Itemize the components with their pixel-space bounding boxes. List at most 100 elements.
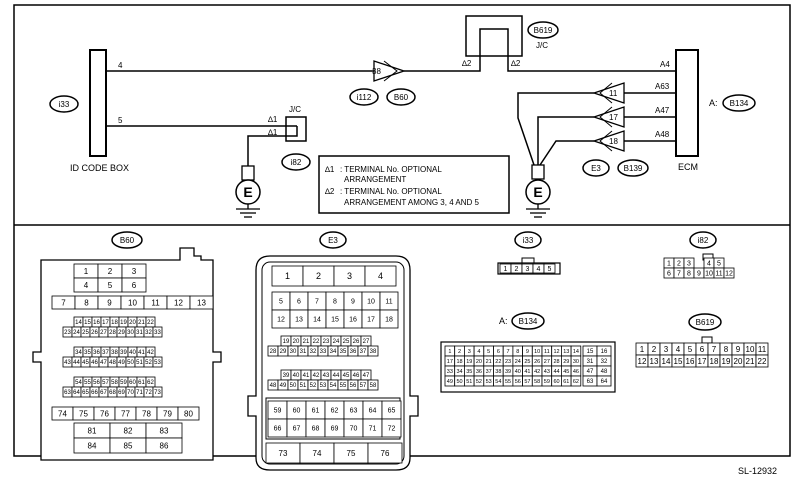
b60-pin-label: 72 [145,390,152,396]
b60-pin-cell [152,386,163,398]
b60-pin-label: 13 [197,298,206,307]
b134-pin-label: 61 [563,379,569,385]
b60-pin-cell [121,277,147,293]
e3-pin-label: 62 [331,408,339,415]
b60-pin-label: 67 [100,390,107,396]
connector-badge-b139-text: B139 [624,164,643,173]
b134-pin-label: 6 [497,349,500,355]
jc-i82-mark-1: ∆1 [268,115,278,124]
b134-pin-label: 44 [553,369,559,375]
b60-pin-label: 39 [120,350,127,356]
e3-pin-label: 12 [277,317,285,324]
e3-pin-label: 64 [369,408,377,415]
b134-pin-label: 56 [515,379,521,385]
connector-badge-b139 [617,159,649,177]
connector-title-i33 [514,231,542,249]
b134-pin-label: 9 [526,349,529,355]
b60-pin-label: 65 [82,390,89,396]
ecm-pin-18: 18 [609,137,618,146]
e3-pin-cell [367,345,379,357]
connector-title-i82 [689,231,717,249]
e3-pin-label: 8 [333,299,337,306]
e3-pin-cell [379,309,399,329]
b60-pin-label: 30 [127,330,134,336]
e3-pin-label: 6 [297,299,301,306]
connector-title-b619-text: B619 [696,318,715,327]
b619-pin-label: 2 [652,345,657,354]
b60-pin-label: 62 [147,380,154,386]
connector-badge-b134-text: B134 [730,99,749,108]
b134-pin-label: 29 [563,359,569,365]
b60-pin-label: 23 [64,330,71,336]
b60-pin-label: 16 [93,320,100,326]
e3-pin-label: 35 [340,349,347,355]
b134-pin-label: 41 [524,369,530,375]
b134-pin-label: 26 [534,359,540,365]
e3-pin-label: 52 [310,383,317,389]
connector-badge-b60-text: B60 [394,93,409,102]
b60-pin-label: 5 [108,281,113,290]
b60-pin-cell [145,437,183,454]
b619-pin-label: 11 [758,345,767,354]
wire-ecm-a47 [537,116,676,165]
jc-b619-mark-left: ∆2 [462,59,472,68]
b134-pin-label: 49 [447,379,453,385]
b60-pin-label: 8 [84,298,89,307]
e3-pin-label: 59 [274,408,282,415]
e3-pin-label: 10 [367,299,375,306]
b60-pin-label: 53 [154,360,161,366]
b60-pin-label: 15 [84,320,91,326]
e3-pin-cell [364,265,397,287]
b60-pin-label: 51 [136,360,143,366]
i82-pin-label: 2 [677,261,681,268]
e3-pin-label: 5 [279,299,283,306]
e3-pin-label: 54 [330,383,337,389]
connector-title-b60 [111,231,143,249]
b60-pin-cell [189,295,214,310]
b60-pin-label: 47 [100,360,107,366]
b60-pin-label: 86 [160,441,169,450]
ecm-pin-17: 17 [609,113,618,122]
e3-pin-label: 39 [283,373,290,379]
b619-pin-label: 14 [662,357,671,366]
e3-pin-label: 56 [350,383,357,389]
connector-title-e3 [319,231,347,249]
e3-pin-label: 72 [388,426,396,433]
connector-title-b60-text: B60 [120,236,135,245]
jc-i82-box [285,116,307,142]
e3-pin-label: 15 [331,317,339,324]
b134-pin-label: 3 [468,349,471,355]
b60-pin-label: 79 [163,409,172,418]
b60-pin-label: 44 [73,360,80,366]
connector-title-i33-text: i33 [523,236,534,245]
b134-pin-label: 50 [456,379,462,385]
b60-pin-label: 68 [109,390,116,396]
e3-pin-label: 13 [295,317,303,324]
e3-pin-cell [381,418,402,438]
b60-pin-label: 85 [124,441,133,450]
id-code-box-label: ID CODE BOX [70,163,129,173]
e3-pin-label: 53 [320,383,327,389]
connector-badge-b60 [386,88,416,106]
e3-pin-label: 60 [293,408,301,415]
b60-pin-label: 4 [84,281,89,290]
e3-pin-label: 25 [343,339,350,345]
b134-pin-label: 25 [524,359,530,365]
b134-pin-label: 46 [573,369,579,375]
ecm-label: ECM [678,162,698,172]
e3-pin-label: 66 [274,426,282,433]
e3-pin-cell [367,379,379,391]
id-code-box-pin-5: 5 [118,116,123,125]
e3-pin-label: 61 [312,408,320,415]
i82-pin-label: 3 [687,261,691,268]
ecm-pin-11: 11 [609,89,618,98]
i82-pin-label: 10 [705,271,713,278]
b619-pin-label: 13 [650,357,659,366]
connector-title-b134 [511,312,545,330]
b60-pin-label: 57 [102,380,109,386]
b619-pin-label: 8 [724,345,729,354]
e3-pin-label: 17 [367,317,375,324]
